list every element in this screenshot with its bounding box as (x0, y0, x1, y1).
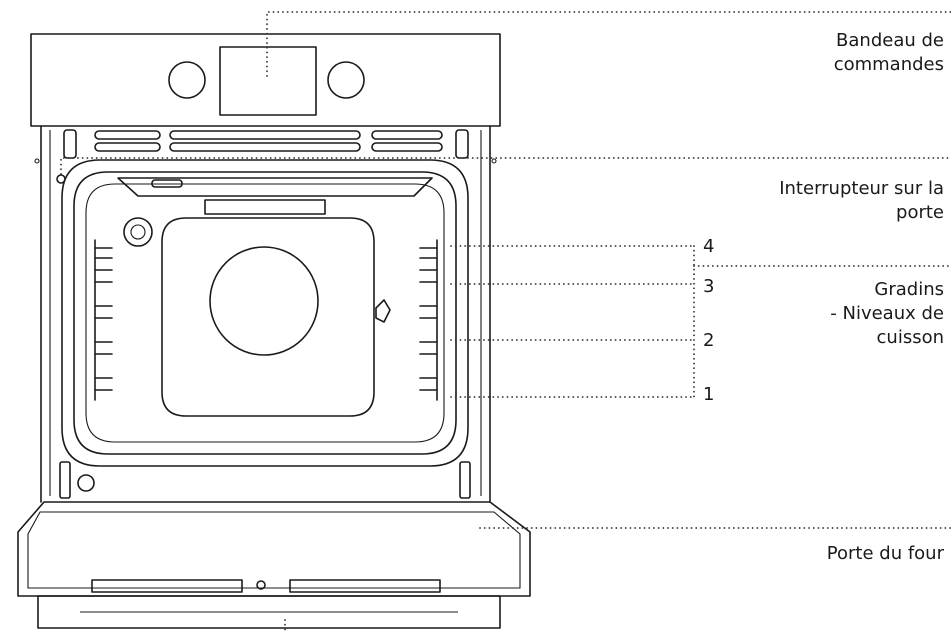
left-knob (168, 61, 206, 99)
right-knob (327, 61, 365, 99)
rear-fan-cover (209, 246, 319, 356)
label-racks-line1: Gradins (874, 279, 944, 300)
oven-cavity (61, 159, 469, 467)
level-1: 1 (703, 384, 715, 405)
oven-lamp (123, 217, 153, 247)
label-racks-line3: cuisson (876, 327, 944, 348)
level-4: 4 (703, 236, 715, 257)
oven-body (34, 125, 497, 503)
label-control-panel-line1: Bandeau de (836, 30, 944, 51)
display-screen (219, 46, 317, 116)
label-oven-door-text: Porte du four (826, 543, 944, 564)
rack-supports-left (94, 239, 113, 401)
label-door-switch-line2: porte (896, 202, 944, 223)
label-racks-line2: - Niveaux de (830, 303, 944, 324)
label-door-switch: Interrupteur sur la porte (779, 177, 944, 225)
label-oven-door: Porte du four (827, 542, 944, 566)
label-control-panel: Bandeau de commandes (834, 29, 944, 77)
level-3: 3 (703, 276, 715, 297)
leader-lines (60, 11, 951, 635)
level-2: 2 (703, 330, 715, 351)
rack-supports-right (419, 239, 438, 401)
control-panel (30, 33, 501, 127)
oven-door (17, 501, 531, 629)
label-control-panel-line2: commandes (833, 54, 944, 75)
label-racks: Gradins - Niveaux de cuisson (830, 278, 944, 350)
label-door-switch-line1: Interrupteur sur la (779, 178, 944, 199)
